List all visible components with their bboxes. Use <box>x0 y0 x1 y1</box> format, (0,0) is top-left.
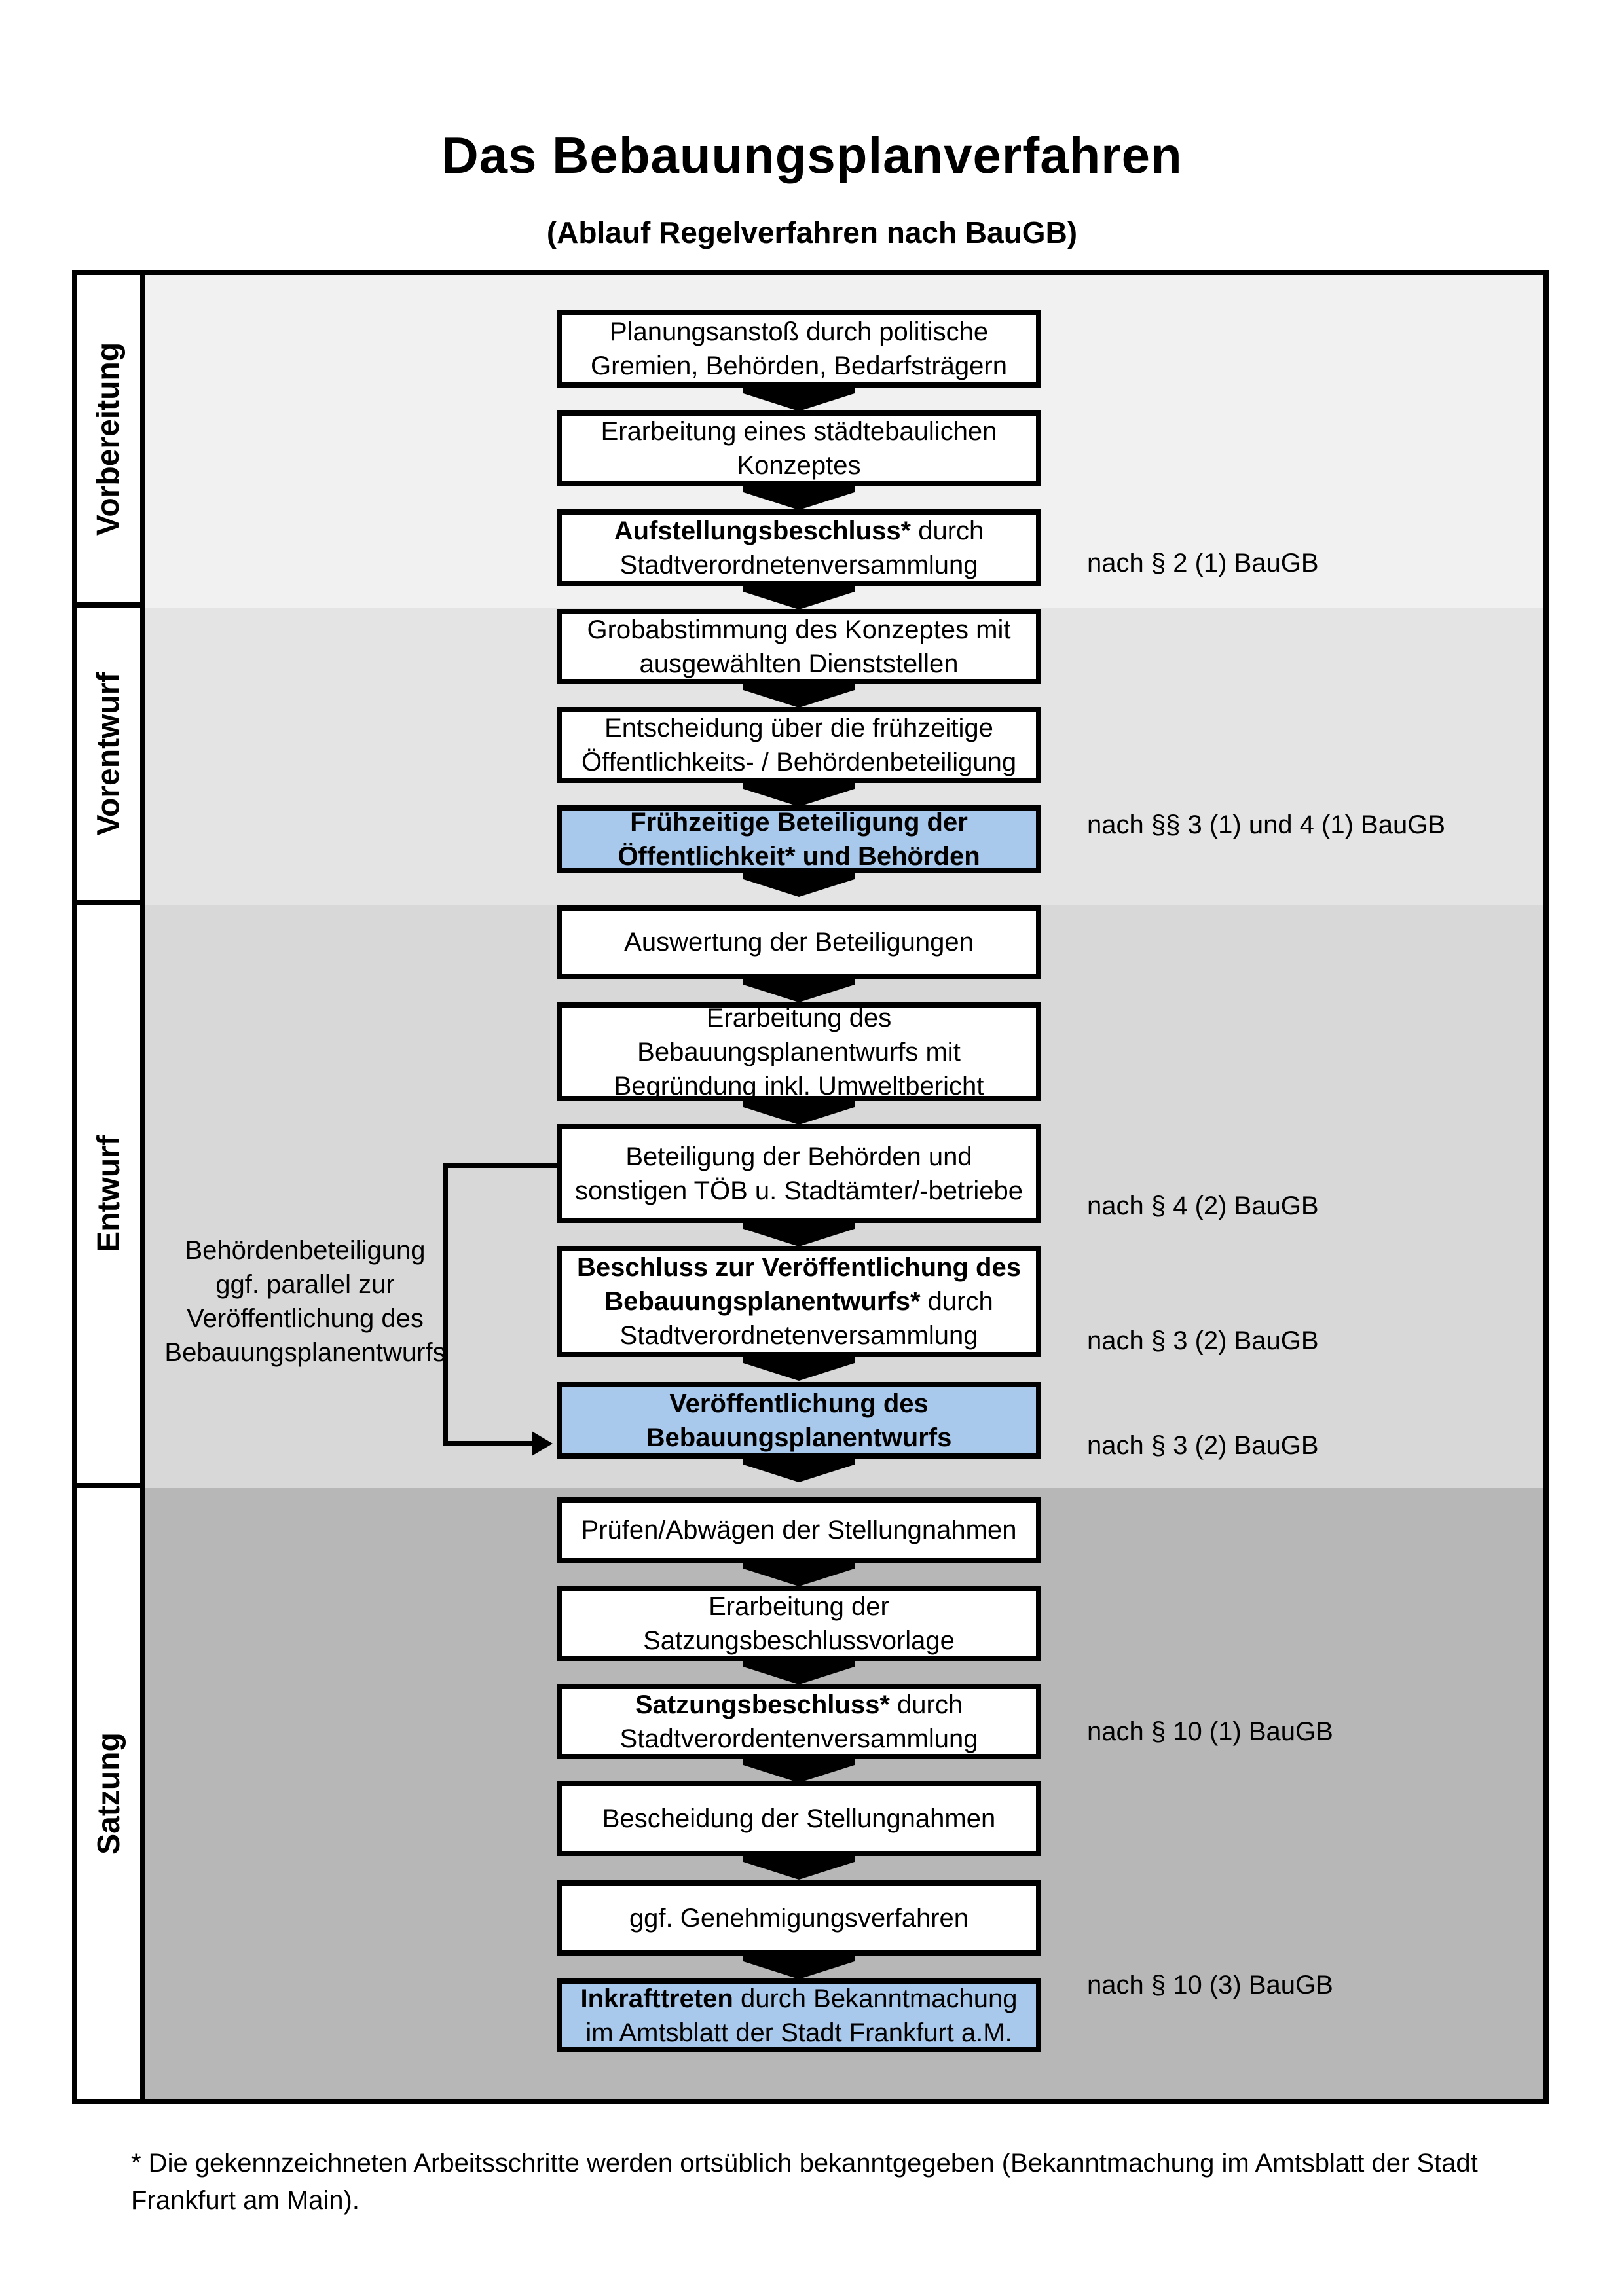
side-note-line: ggf. parallel zur <box>215 1270 395 1299</box>
process-step-4: Grobabstimmung des Konzeptes mit ausgewäh… <box>557 609 1041 684</box>
footnote-line: Frankfurt am Main). <box>131 2186 360 2215</box>
down-arrow-icon <box>743 1953 855 1979</box>
legal-ref: nach § 3 (2) BauGB <box>1087 1431 1319 1460</box>
down-arrow-icon <box>743 385 855 411</box>
step-text-line: Stadtverordnetenversammlung <box>619 1321 978 1350</box>
step-text-line: Begründung inkl. Umweltbericht <box>614 1071 984 1101</box>
step-text-line: Planungsanstoß durch politische <box>609 317 989 346</box>
step-text-line: Grobabstimmung des Konzeptes mit <box>587 615 1011 644</box>
step-text-line: ausgewählten Dienststellen <box>639 649 959 678</box>
down-arrow-icon <box>743 682 855 708</box>
down-arrow-icon <box>743 1757 855 1783</box>
page-title: Das Bebauungsplanverfahren <box>441 126 1183 184</box>
phase-label-cell: Vorbereitung <box>77 275 140 608</box>
step-text-line: Öffentlichkeits- / Behördenbeteiligung <box>581 748 1017 776</box>
connector-arrowhead-icon <box>532 1431 553 1456</box>
legal-ref: nach § 10 (3) BauGB <box>1087 1971 1333 1999</box>
phase-label-cell: Entwurf <box>77 905 140 1488</box>
phase-label-cell: Satzung <box>77 1488 140 2099</box>
down-arrow-icon <box>743 484 855 510</box>
down-arrow-icon <box>743 1456 855 1482</box>
legal-ref: nach § 3 (2) BauGB <box>1087 1326 1319 1355</box>
step-text-line: Aufstellungsbeschluss* durch <box>614 516 984 545</box>
legal-ref: nach §§ 3 (1) und 4 (1) BauGB <box>1087 811 1445 839</box>
side-note-line: Behördenbeteiligung <box>185 1236 426 1265</box>
step-text-line: Beteiligung der Behörden und <box>625 1142 972 1171</box>
connector-stub <box>443 1163 557 1168</box>
down-arrow-icon <box>743 583 855 610</box>
footnote: * Die gekennzeichneten Arbeitsschritte w… <box>131 2145 1545 2219</box>
step-text-line: Beschluss zur Veröffentlichung des <box>577 1253 1021 1282</box>
step-text-line: Öffentlichkeit* und Behörden <box>618 842 980 871</box>
step-text-line: Bebauungsplanentwurfs* durch <box>604 1287 993 1316</box>
legal-ref: nach § 2 (1) BauGB <box>1087 549 1319 577</box>
step-text-line: Satzungsbeschlussvorlage <box>643 1626 955 1655</box>
process-step-7: Auswertung der Beteiligungen <box>557 905 1041 979</box>
side-note-line: Bebauungsplanentwurfs <box>164 1338 446 1367</box>
step-text-line: Prüfen/Abwägen der Stellungnahmen <box>581 1516 1017 1544</box>
step-text-line: Satzungsbeschluss* durch <box>635 1690 963 1719</box>
footnote-line: * Die gekennzeichneten Arbeitsschritte w… <box>131 2149 1478 2178</box>
process-step-12: Prüfen/Abwägen der Stellungnahmen <box>557 1497 1041 1563</box>
step-text-line: Inkrafttreten durch Bekanntmachung <box>580 1984 1018 2013</box>
phase-label-cell: Vorentwurf <box>77 608 140 905</box>
legal-ref: nach § 10 (1) BauGB <box>1087 1717 1333 1746</box>
phase-label: Vorentwurf <box>91 672 126 835</box>
down-arrow-icon <box>743 1099 855 1125</box>
step-text-line: Frühzeitige Beteiligung der <box>630 808 968 837</box>
step-text-line: Stadtverordentenversammlung <box>619 1724 978 1753</box>
process-step-15: Bescheidung der Stellungnahmen <box>557 1781 1041 1856</box>
step-text-line: Bebauungsplanentwurfs <box>646 1423 952 1452</box>
step-text-line: Bebauungsplanentwurfs mit <box>637 1037 961 1066</box>
step-text-line: im Amtsblatt der Stadt Frankfurt a.M. <box>585 2018 1012 2047</box>
connector-horizontal <box>443 1441 535 1446</box>
down-arrow-icon <box>743 780 855 807</box>
process-step-9: Beteiligung der Behörden und sonstigen TÖ… <box>557 1124 1041 1223</box>
page-subtitle: (Ablauf Regelverfahren nach BauGB) <box>546 215 1078 249</box>
step-text-line: Erarbeitung eines städtebaulichen <box>600 417 997 446</box>
step-text-line: Gremien, Behörden, Bedarfsträgern <box>591 351 1007 380</box>
step-text-line: Bescheidung der Stellungnahmen <box>602 1804 996 1833</box>
down-arrow-icon <box>743 1220 855 1247</box>
phase-label: Entwurf <box>91 1135 126 1252</box>
process-step-17: Inkrafttreten durch Bekanntmachung im Amt… <box>557 1978 1041 2052</box>
step-text-line: Erarbeitung des <box>706 1003 892 1032</box>
down-arrow-icon <box>743 1560 855 1586</box>
step-text-line: Entscheidung über die frühzeitige <box>604 714 993 742</box>
legal-ref: nach § 4 (2) BauGB <box>1087 1192 1319 1220</box>
down-arrow-icon <box>743 871 855 897</box>
side-note-line: Veröffentlichung des <box>187 1304 424 1333</box>
step-text-line: Konzeptes <box>737 451 861 480</box>
connector-vertical <box>443 1163 448 1445</box>
process-step-16: ggf. Genehmigungsverfahren <box>557 1880 1041 1956</box>
step-text-line: Auswertung der Beteiligungen <box>624 928 974 957</box>
step-text-line: Veröffentlichung des <box>669 1389 929 1418</box>
down-arrow-icon <box>743 976 855 1002</box>
step-text-line: sonstigen TÖB u. Stadtämter/-betriebe <box>574 1176 1024 1205</box>
step-text-line: ggf. Genehmigungsverfahren <box>629 1903 969 1933</box>
phase-label: Satzung <box>91 1732 126 1855</box>
step-text-line: Stadtverordnetenversammlung <box>619 550 978 579</box>
down-arrow-icon <box>743 1853 855 1880</box>
phase-label: Vorbereitung <box>91 342 126 536</box>
down-arrow-icon <box>743 1658 855 1685</box>
step-text-line: Erarbeitung der <box>709 1592 889 1621</box>
down-arrow-icon <box>743 1355 855 1381</box>
